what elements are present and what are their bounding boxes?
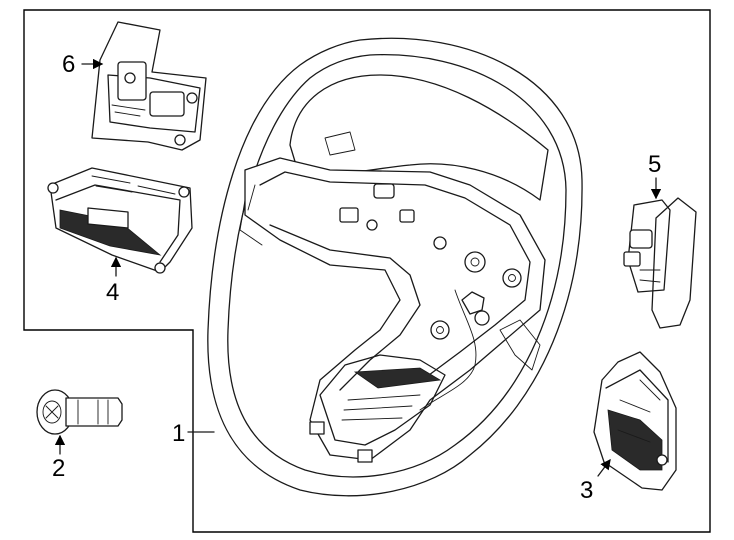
callout-5: 5 [648, 151, 661, 178]
shift-paddle-part [623, 197, 697, 329]
control-module-part [593, 351, 677, 491]
callout-1: 1 [172, 420, 185, 447]
assembly-frame [23, 9, 711, 533]
callout-3: 3 [580, 477, 593, 504]
bolt-part [36, 389, 123, 435]
callout-3-leader [597, 458, 611, 477]
callout-4: 4 [106, 279, 119, 306]
paddle-switch-part [91, 21, 207, 151]
callout-6: 6 [62, 51, 75, 78]
switch-module-part [47, 167, 193, 274]
steering-wheel [207, 37, 583, 497]
callout-2: 2 [52, 455, 65, 482]
